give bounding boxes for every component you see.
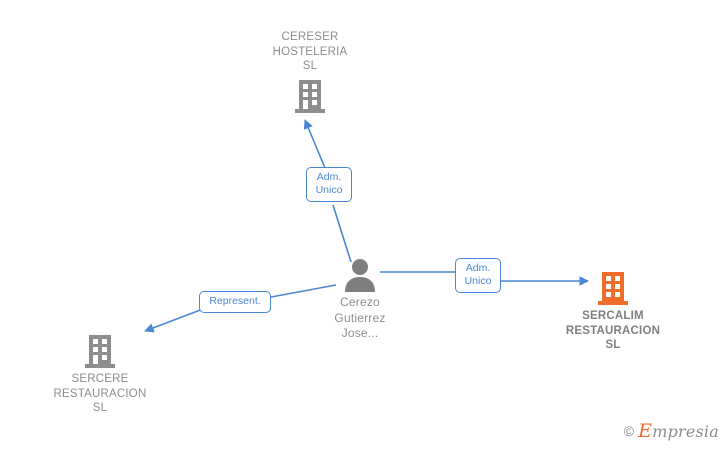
copyright-icon: © (623, 423, 635, 439)
node-sercere-restauracion-sl[interactable]: SERCERE RESTAURACION SL (25, 333, 175, 416)
edge-label-adm-unico-sercalim[interactable]: Adm. Unico (455, 258, 501, 293)
node-sercere-label: SERCERE RESTAURACION SL (53, 373, 147, 414)
building-icon (538, 270, 688, 306)
building-icon (25, 333, 175, 369)
empresia-logo-initial: E (638, 420, 653, 442)
node-person-label: Cerezo Gutierrez Jose... (334, 295, 386, 340)
node-sercalim-restauracion-sl[interactable]: SERCALIM RESTAURACION SL (538, 270, 688, 353)
edge-label-adm-unico-cereser[interactable]: Adm. Unico (306, 167, 352, 202)
empresia-watermark: © Empresia (624, 420, 719, 442)
node-cerezo-gutierrez-jose[interactable]: Cerezo Gutierrez Jose... (285, 258, 435, 342)
node-sercalim-label: SERCALIM RESTAURACION SL (565, 310, 661, 351)
building-icon (235, 78, 385, 114)
empresia-logo: Empresia (638, 420, 719, 442)
node-cereser-hosteleria-sl[interactable]: CERESER HOSTELERIA SL (235, 30, 385, 114)
edge-label-represent-sercere[interactable]: Represent. (199, 291, 271, 313)
empresia-logo-rest: mpresia (652, 422, 719, 441)
person-icon (285, 258, 435, 292)
node-cereser-label: CERESER HOSTELERIA SL (272, 31, 348, 72)
